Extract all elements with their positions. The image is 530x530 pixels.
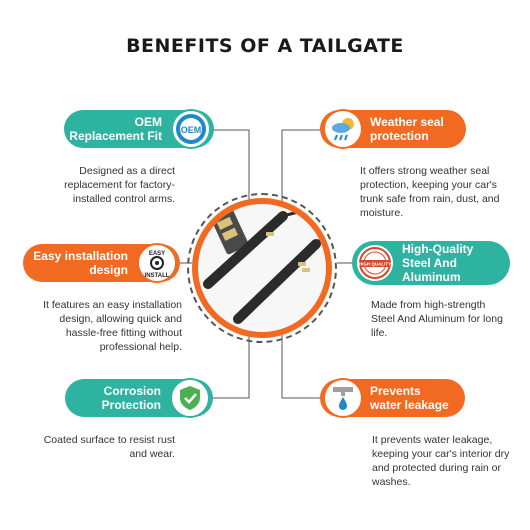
benefit-easy-install-description: It features an easy installation design,… <box>43 299 182 353</box>
benefit-high-quality-description: Made from high-strength Steel And Alumin… <box>371 299 503 339</box>
svg-text:OEM: OEM <box>181 125 202 135</box>
benefit-easy-install-pill: Easy installation design EASY INSTALL <box>23 243 180 283</box>
benefit-water-label: Prevents water leakage <box>370 384 449 412</box>
center-dashed-ring <box>187 193 337 343</box>
page-title: BENEFITS OF A TAILGATE <box>126 35 404 57</box>
benefit-weather-description: It offers strong weather seal protection… <box>360 165 500 219</box>
benefit-water-pill: Prevents water leakage <box>320 378 465 418</box>
benefit-oem-label: OEM Replacement Fit <box>69 115 162 143</box>
benefit-oem-description: Designed as a direct replacement for fac… <box>64 165 175 205</box>
benefit-high-quality-label: High-Quality Steel And Aluminum <box>402 242 474 284</box>
svg-text:HIGH QUALITY: HIGH QUALITY <box>359 262 391 267</box>
shield-check-icon <box>170 378 210 418</box>
benefit-high-quality-pill: HIGH QUALITY High-Quality Steel And Alum… <box>352 241 510 285</box>
oem-badge-icon: OEM <box>171 109 211 149</box>
benefit-corrosion-description: Coated surface to resist rust and wear. <box>43 434 175 460</box>
benefit-corrosion-label: Corrosion Protection <box>101 384 161 412</box>
gas-strut-illustration <box>203 209 322 324</box>
water-drop-icon <box>323 378 363 418</box>
benefit-weather-pill: Weather seal protection <box>320 109 466 149</box>
high-quality-stamp-icon: HIGH QUALITY <box>355 243 395 283</box>
benefit-corrosion-pill: Corrosion Protection <box>65 378 213 418</box>
benefit-water-description: It prevents water leakage, keeping your … <box>372 434 510 488</box>
benefit-easy-install-label: Easy installation design <box>33 249 128 277</box>
weather-icon <box>323 109 363 149</box>
tailgate-strut-image <box>192 198 332 338</box>
svg-text:EASY: EASY <box>149 251 165 257</box>
svg-text:INSTALL: INSTALL <box>145 273 170 279</box>
easy-install-icon: EASY INSTALL <box>137 243 177 283</box>
benefit-weather-label: Weather seal protection <box>370 115 444 143</box>
benefit-oem-pill: OEM Replacement Fit OEM <box>64 109 214 149</box>
